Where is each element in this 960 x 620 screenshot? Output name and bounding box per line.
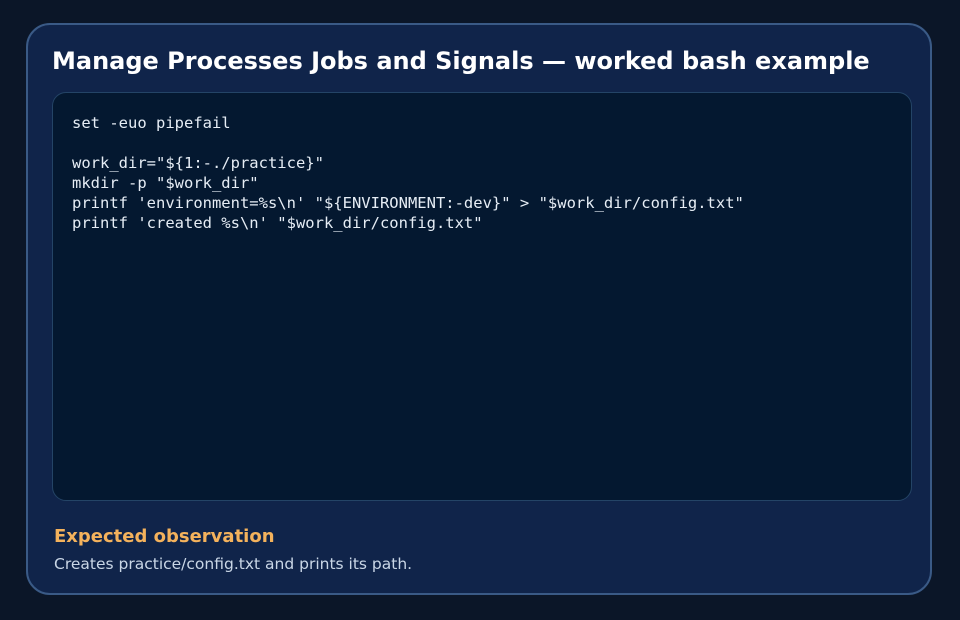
observation-text: Creates practice/config.txt and prints i… bbox=[54, 555, 413, 573]
example-card: Manage Processes Jobs and Signals — work… bbox=[26, 23, 932, 595]
observation-heading: Expected observation bbox=[54, 526, 275, 547]
code-block: set -euo pipefail work_dir="${1:-./pract… bbox=[52, 92, 912, 501]
code-text: set -euo pipefail work_dir="${1:-./pract… bbox=[72, 114, 744, 232]
card-title: Manage Processes Jobs and Signals — work… bbox=[52, 47, 870, 75]
